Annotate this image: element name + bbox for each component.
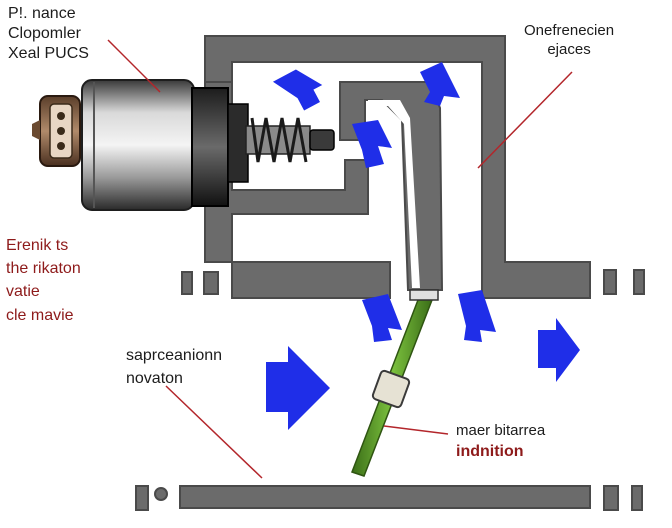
flow-arrow (538, 318, 580, 382)
label-line: Clopomler (8, 25, 81, 42)
valve-housing (204, 35, 591, 299)
housing-wall (204, 35, 591, 299)
marker-block (603, 269, 617, 295)
housing-arm-left (231, 261, 391, 299)
label-middle: saprceanionn novaton (126, 344, 222, 390)
base-rail (135, 485, 643, 511)
solenoid-collar (227, 103, 249, 183)
rail-pivot (154, 487, 168, 501)
connector-tab (32, 120, 40, 140)
rod-end-cap (409, 289, 439, 301)
label-line: Onefrenecien (524, 22, 615, 39)
solenoid-cap (191, 87, 229, 207)
leader-line (477, 71, 573, 169)
rail-bar (179, 485, 591, 509)
label-left-note: Erenik ts the rikaton vatie cle mavie (6, 234, 81, 327)
label-line: P!. nance (8, 5, 76, 22)
rod-collar (371, 369, 411, 409)
label-line: novaton (126, 370, 183, 388)
label-line: vatie (6, 283, 40, 301)
label-line: the rikaton (6, 260, 81, 278)
leader-line (383, 425, 449, 435)
marker-block (181, 271, 193, 295)
solenoid-body (81, 79, 195, 211)
rail-end-block (603, 485, 619, 511)
flow-arrows (266, 62, 580, 430)
rail-end-block (631, 485, 643, 511)
label-line: Xeal PUCS (8, 45, 89, 62)
leader-line (165, 385, 263, 479)
rail-post (135, 485, 149, 511)
marker-block (633, 269, 645, 295)
label-line: indnition (456, 443, 524, 460)
label-line: saprceanionn (126, 347, 223, 364)
leader-line (107, 39, 161, 93)
label-line: maer bitarrea (456, 422, 546, 439)
label-rod: maer bitarrea indnition (456, 420, 545, 463)
connector-pin (57, 127, 65, 135)
plunger-tip (309, 129, 335, 151)
flow-arrow (458, 290, 496, 342)
label-housing: Onefrenecien ejaces (524, 22, 614, 60)
return-spring (250, 117, 308, 163)
connector-pin (57, 142, 65, 150)
flow-arrow (352, 120, 392, 168)
label-solenoid: P!. nance Clopomler Xeal PUCS (8, 4, 89, 64)
flow-arrow (362, 294, 402, 342)
label-line: ejaces (547, 40, 591, 58)
solenoid-actuator (32, 79, 335, 211)
actuator-rod (351, 289, 439, 477)
flow-arrow (272, 69, 323, 111)
side-markers (181, 269, 645, 295)
connector-pin (57, 112, 65, 120)
flow-arrow (420, 62, 460, 106)
label-line: cle mavie (6, 306, 74, 324)
leader-lines (107, 39, 573, 479)
label-line: Erenik ts (6, 237, 69, 254)
flow-arrow (266, 346, 330, 430)
valve-column-inner (368, 100, 420, 288)
marker-block (203, 271, 219, 295)
